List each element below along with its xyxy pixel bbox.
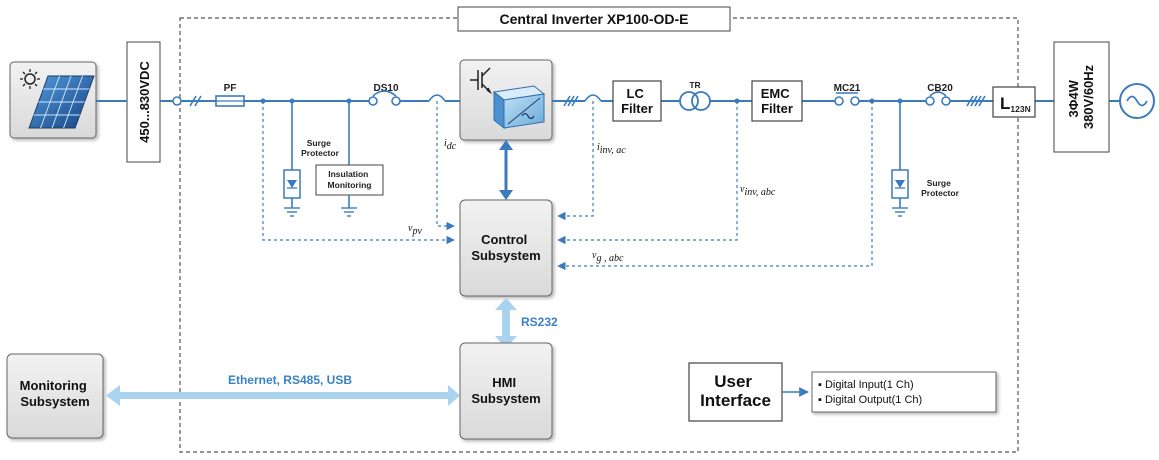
dc-voltage-label: 450...830VDC [137, 61, 152, 143]
three-phase-mark [563, 95, 579, 107]
hmi-subsystem-label: HMI Subsystem [471, 375, 540, 406]
cb20-label: CB20 [927, 83, 953, 94]
disconnect-switch-icon [368, 90, 401, 106]
current-sensor-icon [428, 94, 446, 102]
contactor-icon [834, 92, 860, 106]
surge-protector-2-label: Surge Protector [921, 178, 959, 198]
ac-output-label: 3Φ4W 380V/60Hz [1066, 64, 1096, 129]
solar-panel-icon [28, 75, 95, 129]
rs232-label: RS232 [521, 315, 558, 329]
emc-filter-label: EMC Filter [761, 86, 794, 116]
ethernet-label: Ethernet, RS485, USB [228, 373, 352, 387]
sun-icon [20, 69, 40, 89]
surge-protector-1-icon [283, 169, 301, 208]
ac-output-box [1053, 41, 1110, 153]
page-title: Central Inverter XP100-OD-E [499, 11, 688, 27]
io-list: ▪ Digital Input(1 Ch) ▪ Digital Output(1… [818, 379, 922, 406]
signal-idc: idc [444, 138, 457, 152]
dc-terminal [172, 96, 182, 106]
surge-protector-1-label: Surge Protector [301, 138, 339, 158]
monitoring-subsystem-block [6, 353, 104, 439]
inverter-frame [179, 17, 1019, 453]
transformer-icon [679, 91, 711, 111]
pf-label: PF [224, 83, 237, 94]
user-interface-label: User Interface [700, 372, 771, 410]
signal-vinv: vinv, abc [740, 184, 776, 198]
control-inverter-link [499, 140, 513, 200]
l123n-box [992, 86, 1036, 118]
surge-protector-2-icon [891, 169, 909, 208]
current-sensor-icon [584, 94, 602, 102]
two-wire-mark [189, 95, 202, 107]
monitoring-subsystem-label: Monitoring Subsystem [20, 378, 91, 409]
mc21-label: MC21 [834, 83, 861, 94]
signal-vg: vg , abc [592, 250, 624, 264]
ground-icon [284, 207, 300, 217]
lc-filter-label: LC Filter [621, 86, 653, 116]
fuse-icon [215, 95, 245, 107]
ds10-label: DS10 [373, 83, 398, 94]
grid-source-icon [1119, 83, 1155, 119]
ground-icon [341, 207, 357, 217]
io-list-box [811, 371, 997, 413]
ethernet-link [106, 385, 460, 406]
hmi-subsystem-block [459, 342, 553, 440]
rs232-link [495, 298, 517, 348]
control-subsystem-label: Control Subsystem [471, 232, 540, 263]
breaker-icon [925, 91, 951, 106]
converter-box-icon [492, 85, 546, 130]
lc-filter-box [612, 80, 662, 122]
insulation-monitoring-label: Insulation Monitoring [328, 169, 372, 190]
tr-label: TR [689, 80, 700, 90]
igbt-icon [470, 67, 492, 95]
dc-voltage-box [126, 41, 161, 163]
bus-junctions [260, 98, 903, 104]
user-interface-box [688, 362, 783, 422]
sensing-lines [262, 101, 873, 271]
emc-filter-box [751, 80, 803, 122]
l123n-label: L123N [1000, 94, 1031, 114]
signal-iinv: iinv, ac [597, 142, 626, 156]
ground-icon [892, 207, 908, 217]
four-wire-mark [966, 95, 986, 107]
signal-vpv: vpv [408, 223, 422, 237]
insulation-monitoring-box [315, 164, 384, 196]
title-box [457, 6, 731, 32]
